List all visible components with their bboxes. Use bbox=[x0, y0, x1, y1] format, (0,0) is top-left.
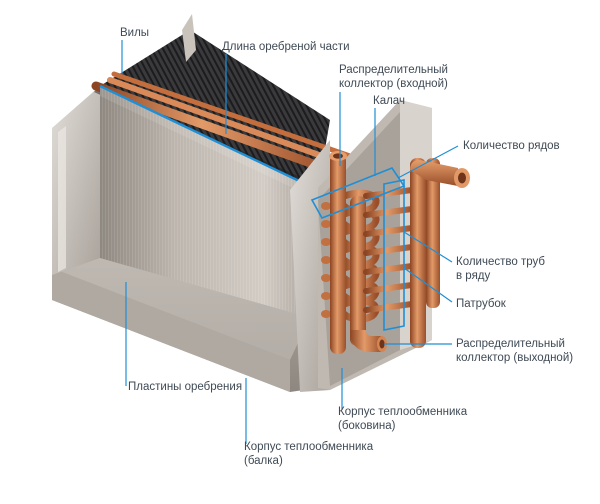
tube-end bbox=[321, 310, 331, 318]
label-forks: Вилы bbox=[120, 27, 150, 39]
back-frame-corner bbox=[182, 14, 196, 62]
right-outlet-riser bbox=[410, 158, 470, 348]
tube-end bbox=[321, 220, 331, 228]
outlet-header-pipe bbox=[350, 196, 387, 352]
label-side-casing: Корпус теплообменника (боковина) bbox=[338, 406, 468, 432]
inlet-header-pipe bbox=[329, 151, 347, 354]
tube-end bbox=[321, 238, 331, 246]
label-bend: Калач bbox=[373, 95, 405, 107]
label-fins: Пластины оребрения bbox=[128, 381, 243, 393]
finned-length-edge bbox=[99, 84, 319, 192]
label-inlet-header: Распределительный коллектор (входной) bbox=[339, 64, 448, 90]
label-beam-casing: Корпус теплообменника (балка) bbox=[244, 441, 374, 467]
highlight-boxes bbox=[310, 167, 406, 331]
top-copper-pipes bbox=[91, 71, 353, 175]
label-finned-length: Длина оребреной части bbox=[222, 41, 350, 53]
leader-rows-count bbox=[397, 145, 459, 179]
tube-end bbox=[321, 292, 331, 300]
left-frame-plate bbox=[52, 86, 100, 275]
label-nozzle: Патрубок bbox=[456, 298, 506, 310]
tube-end bbox=[321, 274, 331, 282]
label-rows-count: Количество рядов bbox=[463, 140, 560, 152]
leader-nozzle bbox=[403, 267, 453, 303]
leader-lines bbox=[121, 40, 459, 444]
tube-end bbox=[321, 202, 331, 210]
fin-plates-face bbox=[100, 86, 318, 320]
label-outlet-header: Распределительный коллектор (выходной) bbox=[456, 338, 574, 364]
tube-end bbox=[321, 256, 331, 264]
leader-tubes-per-row bbox=[403, 231, 453, 263]
label-tubes-per-row: Количество труб в ряду bbox=[456, 256, 545, 282]
